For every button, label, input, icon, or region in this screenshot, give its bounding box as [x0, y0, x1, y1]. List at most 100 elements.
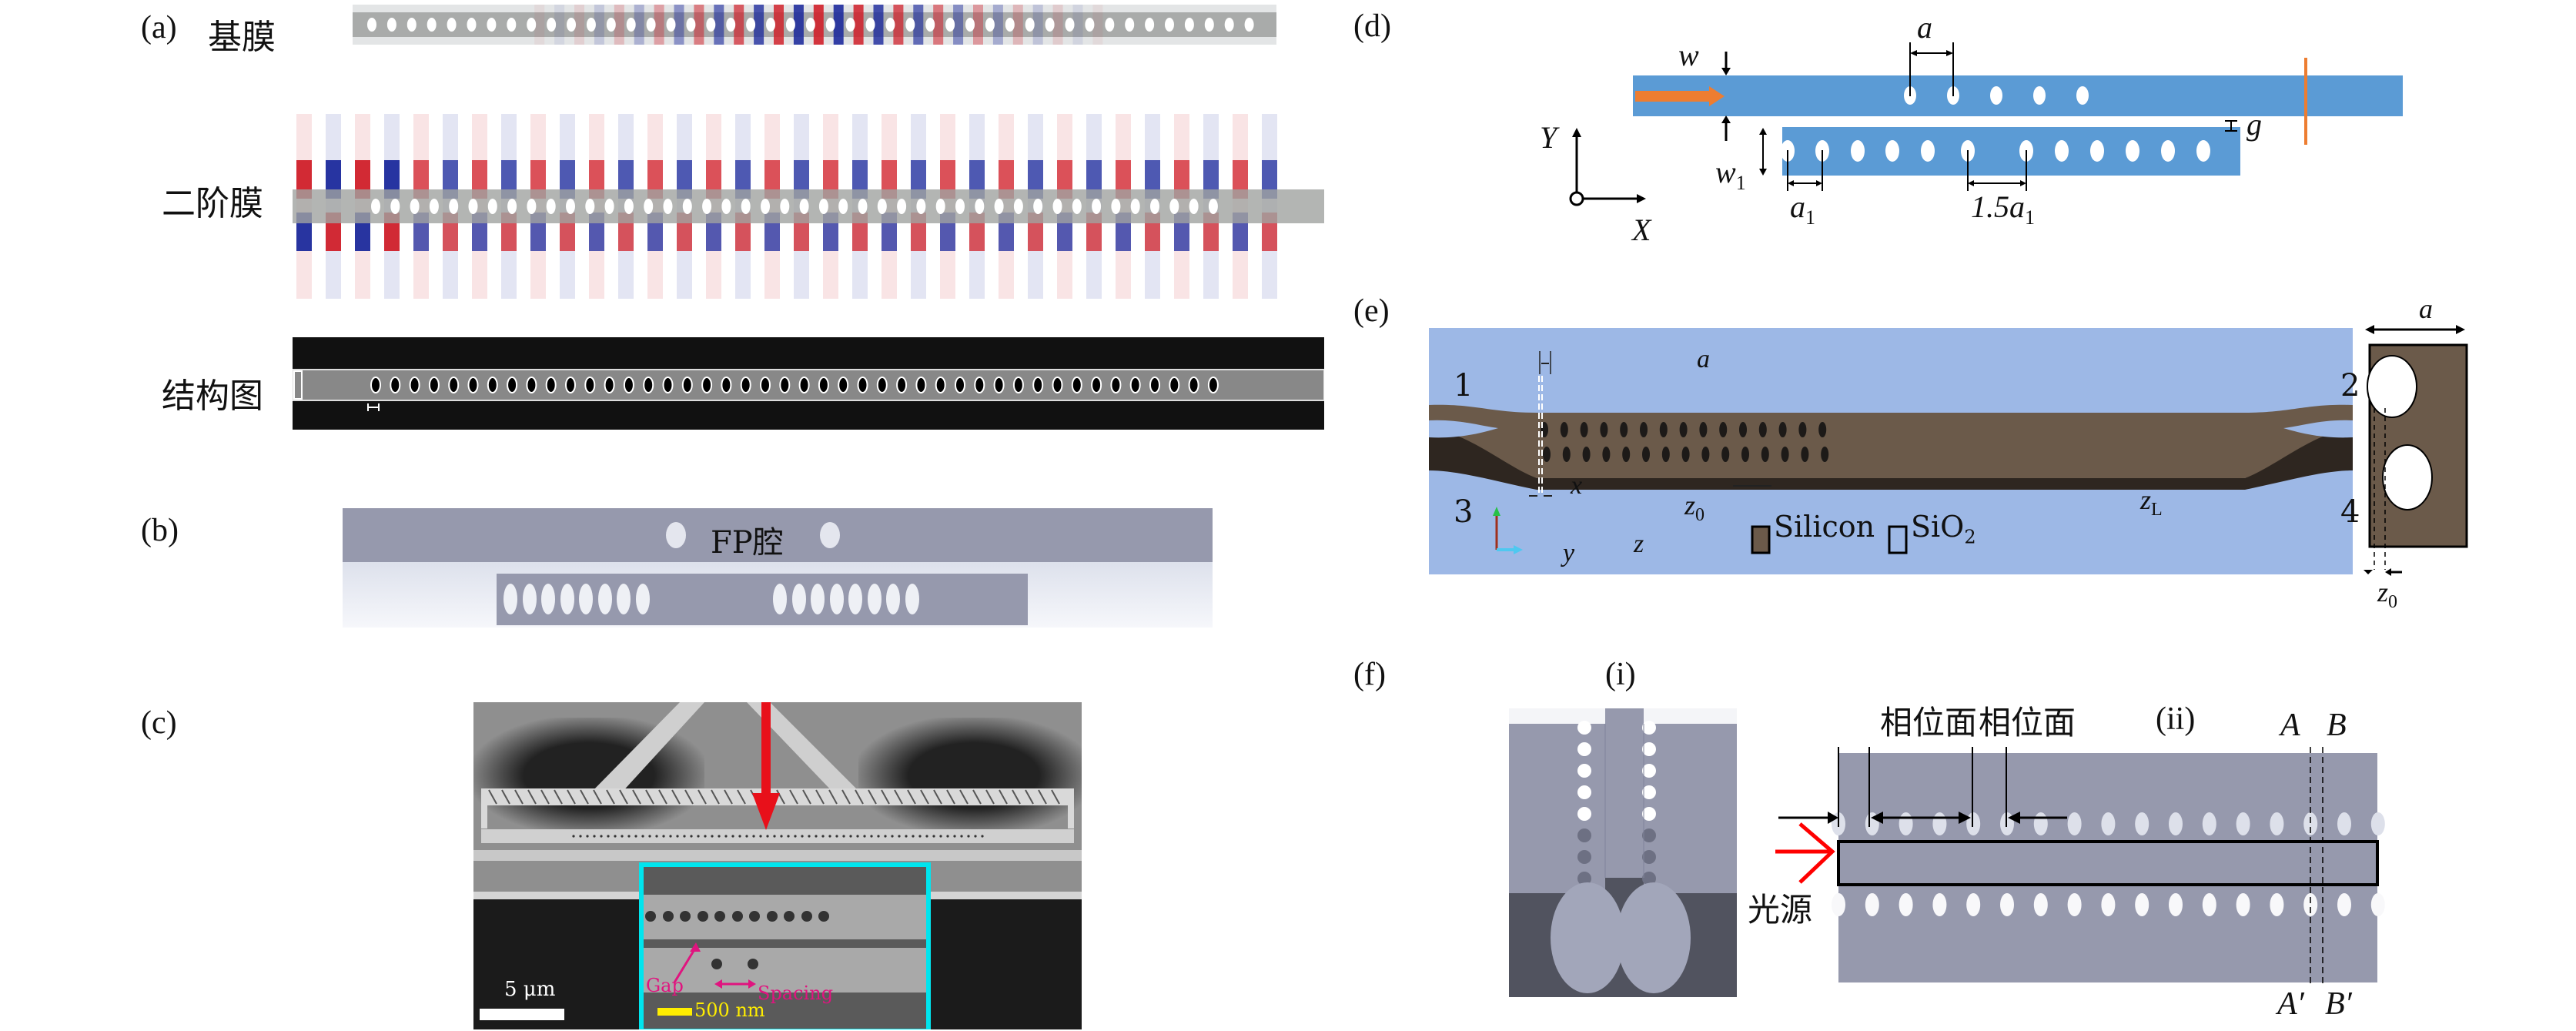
air-hole: [1699, 422, 1708, 437]
air-hole: [1642, 872, 1656, 885]
air-hole: [2101, 893, 2116, 916]
a-symbol: a: [1917, 10, 1932, 45]
air-hole: [547, 18, 557, 32]
etched-hole: [877, 835, 880, 838]
etched-hole: [842, 835, 845, 838]
sem-image-c: Gap Spacing 500 nm 5 μm: [473, 702, 1082, 1029]
etched-hole: [759, 835, 762, 838]
width-marker: [293, 370, 303, 400]
field-lobe: [554, 5, 565, 45]
photonic-crystal-bar: [497, 574, 1028, 625]
air-hole: [1577, 850, 1591, 864]
etched-hole: [863, 835, 866, 838]
air-hole: [2169, 812, 2183, 835]
etched-hole: [779, 377, 791, 393]
legend-sio2-label: SiO2: [1911, 510, 1976, 548]
field-lobe: [969, 160, 985, 199]
air-hole: [1025, 18, 1035, 32]
air-hole: [1739, 422, 1747, 437]
truss-member: [1025, 789, 1034, 805]
inset-scale-label: 500 nm: [694, 999, 765, 1021]
truss-member: [841, 789, 851, 805]
field-lobe: [654, 5, 664, 45]
field-lobe: [992, 5, 1003, 45]
etched-hole: [662, 835, 665, 838]
etched-hole: [409, 377, 420, 393]
field-lobe: [852, 160, 868, 199]
air-hole: [2055, 140, 2069, 162]
air-hole: [1832, 893, 1845, 916]
truss-member: [593, 789, 602, 805]
air-hole: [886, 584, 900, 614]
etched-hole: [690, 835, 693, 838]
etched-hole: [718, 835, 721, 838]
air-hole: [2033, 893, 2048, 916]
etched-hole: [1207, 377, 1219, 393]
etched-hole: [780, 835, 783, 838]
etched-hole: [676, 835, 679, 838]
air-hole: [1701, 447, 1710, 462]
air-hole: [617, 584, 631, 614]
air-hole: [1622, 447, 1631, 462]
etched-hole: [993, 377, 1005, 393]
etched-hole: [604, 377, 615, 393]
field-lobe: [647, 160, 663, 199]
air-hole: [1620, 422, 1628, 437]
air-hole: [2033, 86, 2046, 105]
air-hole: [2370, 812, 2385, 835]
etched-hole: [1149, 377, 1160, 393]
air-hole: [1661, 447, 1670, 462]
air-hole: [644, 199, 654, 214]
inset-hole: [818, 911, 829, 922]
main-scale-bar: [480, 1009, 564, 1020]
truss-member: [737, 789, 746, 805]
air-hole: [706, 18, 716, 32]
air-hole: [994, 199, 1004, 214]
air-hole: [371, 199, 380, 214]
field-lobe: [1145, 160, 1160, 199]
truss-member: [527, 789, 537, 805]
etched-hole: [648, 835, 651, 838]
inset-hole: [680, 911, 691, 922]
etched-hole: [738, 835, 741, 838]
air-hole: [1045, 18, 1055, 32]
air-hole: [646, 18, 656, 32]
air-hole: [1577, 807, 1591, 821]
fp-cavity-hole-left: [666, 522, 686, 548]
panel-f-label: (f): [1353, 657, 1386, 692]
air-hole: [2169, 893, 2183, 916]
air-hole: [2303, 812, 2318, 835]
air-hole: [586, 18, 596, 32]
air-hole: [2202, 893, 2216, 916]
etched-hole: [932, 835, 935, 838]
etched-hole: [955, 377, 965, 393]
inset-hole: [711, 959, 722, 969]
truss-member: [894, 789, 903, 805]
etched-hole: [787, 835, 790, 838]
air-hole: [468, 199, 478, 214]
x-axis-label: X: [1632, 213, 1651, 247]
etched-hole: [669, 835, 672, 838]
air-hole: [1932, 812, 1947, 835]
phase-plane-label-2: 相位面: [1979, 704, 2076, 741]
air-hole: [1640, 422, 1648, 437]
air-hole: [1577, 872, 1591, 885]
air-hole: [447, 18, 457, 32]
etched-hole: [641, 835, 644, 838]
air-hole: [1092, 199, 1102, 214]
field-lobe: [1233, 160, 1248, 199]
air-hole: [825, 18, 835, 32]
air-hole: [766, 18, 775, 32]
air-hole: [2135, 893, 2149, 916]
air-hole: [780, 199, 790, 214]
etched-hole: [857, 377, 868, 393]
port-1-label: 1: [1454, 368, 1474, 403]
etched-hole: [935, 377, 946, 393]
air-hole: [1921, 140, 1935, 162]
air-hole: [579, 584, 593, 614]
air-hole: [527, 199, 537, 214]
field-lobe: [833, 5, 844, 45]
y-axis-label: Y: [1540, 120, 1557, 155]
panel-c-label: (c): [141, 705, 177, 741]
air-hole: [1582, 447, 1591, 462]
